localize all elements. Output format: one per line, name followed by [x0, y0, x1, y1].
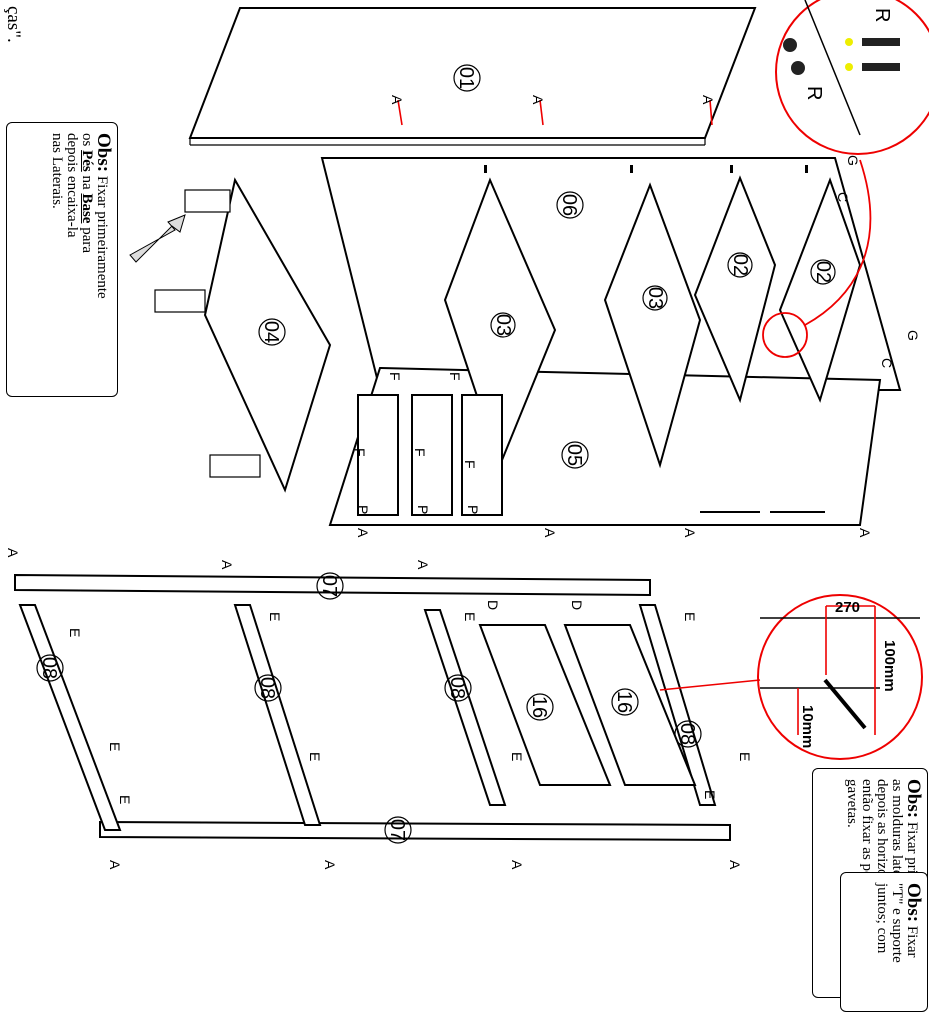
- svg-text:E: E: [67, 628, 83, 637]
- svg-text:08: 08: [256, 677, 278, 699]
- svg-text:P: P: [355, 505, 371, 514]
- foot: [184, 189, 231, 213]
- svg-text:A: A: [389, 95, 405, 105]
- svg-text:R: R: [803, 86, 825, 100]
- svg-text:06: 06: [558, 194, 580, 216]
- svg-text:P: P: [465, 505, 481, 514]
- cut-off-text: ças".: [3, 6, 24, 43]
- svg-text:E: E: [267, 612, 283, 621]
- svg-text:A: A: [542, 528, 558, 538]
- svg-text:D: D: [485, 600, 501, 610]
- svg-text:E: E: [117, 795, 133, 804]
- svg-text:A: A: [700, 95, 716, 105]
- svg-text:A: A: [682, 528, 698, 538]
- dimension-270: 270: [835, 599, 860, 616]
- svg-text:F: F: [352, 448, 368, 457]
- panel-04: 04: [129, 177, 332, 493]
- svg-text:A: A: [727, 860, 743, 870]
- svg-text:E: E: [737, 752, 753, 761]
- svg-text:02: 02: [729, 254, 751, 276]
- drawer-16: 16 16 D D: [478, 600, 697, 786]
- svg-text:A: A: [219, 560, 235, 570]
- svg-text:02: 02: [812, 261, 834, 283]
- svg-text:07: 07: [386, 819, 408, 841]
- drawer-rails: F F F F F P P P: [352, 372, 503, 516]
- note-base-feet: Obs: Fixar primeiramente os Pés na Base …: [6, 122, 118, 397]
- svg-text:07: 07: [318, 575, 340, 597]
- svg-text:F: F: [412, 448, 428, 457]
- svg-text:C: C: [879, 358, 895, 368]
- svg-text:E: E: [107, 742, 123, 751]
- svg-text:E: E: [509, 752, 525, 761]
- svg-text:D: D: [569, 600, 585, 610]
- frame-08-rails: 08 08 08 08: [18, 604, 717, 831]
- svg-text:16: 16: [528, 696, 550, 718]
- frame-07-top: 07: [14, 572, 651, 600]
- svg-text:F: F: [462, 460, 478, 469]
- svg-text:A: A: [857, 528, 873, 538]
- svg-text:G: G: [905, 330, 921, 341]
- foot: [209, 454, 261, 478]
- svg-text:03: 03: [492, 314, 514, 336]
- svg-text:C: C: [835, 192, 851, 202]
- svg-text:A: A: [415, 560, 431, 570]
- svg-text:04: 04: [260, 321, 282, 343]
- svg-text:16: 16: [613, 691, 635, 713]
- note-supports: Obs: Fixar "T" e suporte juntos; com: [840, 872, 928, 1012]
- svg-text:A: A: [509, 860, 525, 870]
- svg-text:08: 08: [38, 657, 60, 679]
- label-01: 01: [455, 67, 477, 89]
- svg-text:A: A: [355, 528, 371, 538]
- svg-text:08: 08: [446, 677, 468, 699]
- dimension-detail: 270 100mm 10mm: [659, 594, 923, 760]
- svg-text:A: A: [107, 860, 123, 870]
- svg-text:F: F: [387, 372, 403, 381]
- svg-text:A: A: [322, 860, 338, 870]
- svg-text:F: F: [447, 372, 463, 381]
- foot: [154, 289, 206, 313]
- dimension-10mm: 10mm: [799, 705, 816, 748]
- svg-text:E: E: [462, 612, 478, 621]
- svg-text:G: G: [845, 155, 861, 166]
- svg-text:E: E: [307, 752, 323, 761]
- svg-text:05: 05: [563, 444, 585, 466]
- dimension-100mm: 100mm: [881, 640, 898, 692]
- svg-text:A: A: [530, 95, 546, 105]
- svg-text:A: A: [5, 548, 21, 558]
- svg-text:03: 03: [644, 287, 666, 309]
- hardware-labels: A A A A A A A E E E E E E E E E E: [5, 548, 753, 870]
- hardware-detail-circle: R R: [775, 0, 929, 155]
- svg-text:E: E: [682, 612, 698, 621]
- svg-text:E: E: [702, 790, 718, 799]
- svg-text:08: 08: [676, 723, 698, 745]
- arrow-icon: [129, 214, 186, 263]
- shelves: 03 03 02 02: [443, 159, 872, 469]
- panel-01: 01 A A A: [188, 7, 757, 146]
- frame-07-bottom: 07: [99, 816, 731, 844]
- svg-text:P: P: [415, 505, 431, 514]
- svg-text:R: R: [871, 8, 893, 22]
